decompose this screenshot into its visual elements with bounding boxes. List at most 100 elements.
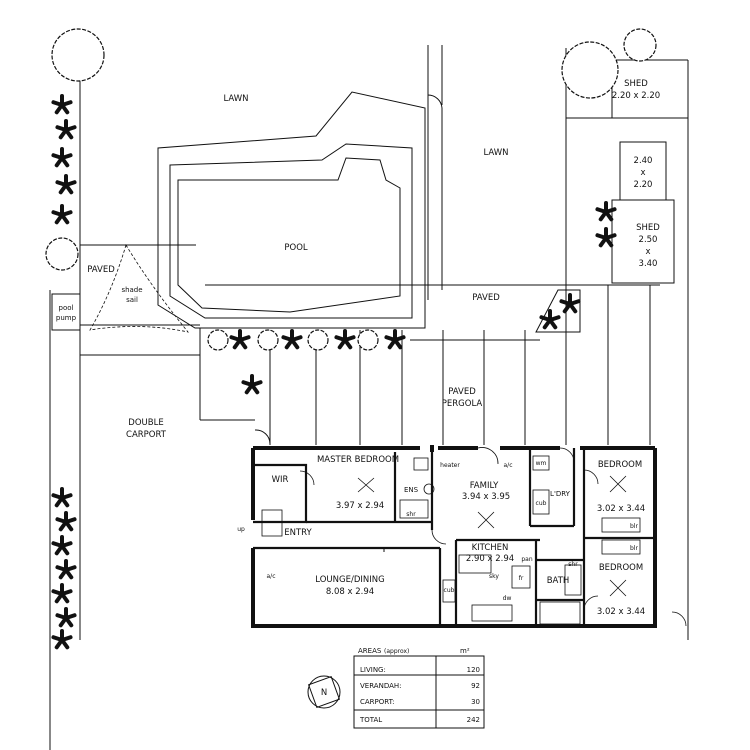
shed-small-dims: 2.20 x 2.20 xyxy=(612,91,660,101)
north-arrow-icon xyxy=(307,675,341,709)
shed-large-dim-x: x xyxy=(645,247,650,257)
shrub-icon xyxy=(51,147,73,168)
shrub-icon xyxy=(595,201,617,222)
shrub-icon xyxy=(51,629,73,650)
lounge-cupboard-label: cub xyxy=(444,587,455,594)
tree-icon xyxy=(45,237,79,271)
tree-icon xyxy=(357,329,379,351)
ens-shower-label: shr xyxy=(406,511,416,518)
shrub-icon xyxy=(539,309,561,330)
north-label: N xyxy=(321,688,327,698)
shrub-icon xyxy=(55,607,77,628)
tree-icon xyxy=(51,28,105,82)
master-bedroom-label: MASTER BEDROOM xyxy=(317,455,399,465)
heater-label: heater xyxy=(440,462,460,469)
shade-sail-label-2: sail xyxy=(126,296,138,304)
family-label: FAMILY xyxy=(470,481,499,491)
boundary-lines xyxy=(49,30,689,750)
pool-pump-box xyxy=(51,293,81,331)
fridge-label: fr xyxy=(519,575,524,582)
interior-walls xyxy=(253,448,655,626)
fixtures xyxy=(261,447,687,627)
up-label: up xyxy=(237,526,245,533)
areas-table-lines xyxy=(353,655,485,729)
shrub-icon xyxy=(384,329,406,350)
wir-label: WIR xyxy=(272,475,289,485)
house-outer-walls xyxy=(251,445,657,628)
paved-pergola-label: PAVED xyxy=(448,387,476,397)
shrub-icon xyxy=(559,293,581,314)
shed-large-dim-2: 3.40 xyxy=(639,259,658,269)
built-in-robe-2-label: blr xyxy=(630,545,638,552)
bedroom-1-dims: 3.02 x 3.44 xyxy=(597,504,645,514)
washing-machine-label: wm xyxy=(536,460,547,467)
lawn-left-label: LAWN xyxy=(223,94,248,104)
lounge-dims: 8.08 x 2.94 xyxy=(326,587,374,597)
laundry-label: L'DRY xyxy=(550,490,571,498)
shrub-icon xyxy=(51,535,73,556)
tree-icon xyxy=(257,329,279,351)
pool-pump-label-2: pump xyxy=(56,314,77,322)
areas-row-verandah-label: VERANDAH: xyxy=(360,682,402,690)
tree-icon xyxy=(561,41,619,99)
shed-box-dim-2: 2.20 xyxy=(634,180,653,190)
family-ac-label: a/c xyxy=(504,462,513,469)
shrub-icon xyxy=(55,119,77,140)
areas-total-value: 242 xyxy=(467,716,480,724)
shed-box-dim-1: 2.40 xyxy=(634,156,653,166)
ens-label: ENS xyxy=(404,486,419,494)
areas-row-living-value: 120 xyxy=(467,666,480,674)
shrub-icon xyxy=(334,329,356,350)
areas-title: AREAS xyxy=(358,647,382,655)
bath-shower-label: shr xyxy=(568,561,578,568)
shade-sail-label: shade xyxy=(121,286,142,294)
paved-pergola-label-2: PERGOLA xyxy=(442,399,483,409)
shed-large-title: SHED xyxy=(636,223,660,233)
dishwasher-label: dw xyxy=(503,595,512,602)
ceiling-fan-icons xyxy=(357,475,627,597)
paved-left-label: PAVED xyxy=(87,265,115,275)
double-carport-label-2: CARPORT xyxy=(126,430,167,440)
shrub-icon xyxy=(51,94,73,115)
pool-label: POOL xyxy=(284,243,308,253)
tree-icon xyxy=(623,28,657,62)
tree-icon xyxy=(207,329,229,351)
areas-row-living-label: LIVING: xyxy=(360,666,386,674)
areas-row-verandah-value: 92 xyxy=(471,682,480,690)
shrub-icon xyxy=(595,227,617,248)
laundry-cupboard-label: cub xyxy=(536,500,547,507)
tree-icon xyxy=(307,329,329,351)
areas-row-carport-label: CARPORT: xyxy=(360,698,395,706)
family-dims: 3.94 x 3.95 xyxy=(462,492,510,502)
kitchen-label: KITCHEN xyxy=(472,543,509,553)
lounge-label: LOUNGE/DINING xyxy=(315,575,384,585)
shade-sail xyxy=(89,244,190,333)
bedroom-2-dims: 3.02 x 3.44 xyxy=(597,607,645,617)
pantry-label: pan xyxy=(521,556,532,563)
bedroom-2-label: BEDROOM xyxy=(599,563,643,573)
areas-total-label: TOTAL xyxy=(359,716,382,724)
lawn-right-label: LAWN xyxy=(483,148,508,158)
double-carport-label: DOUBLE xyxy=(128,418,163,428)
shrub-icon xyxy=(51,204,73,225)
shrub-icon xyxy=(51,583,73,604)
areas-unit: m² xyxy=(460,647,470,655)
shed-large-dim-1: 2.50 xyxy=(639,235,658,245)
bedroom-1-label: BEDROOM xyxy=(598,460,642,470)
pergola-beams xyxy=(199,285,651,445)
shed-small-title: SHED xyxy=(624,79,648,89)
areas-row-carport-value: 30 xyxy=(471,698,480,706)
skylight-label: sky xyxy=(489,573,499,580)
shrub-icon xyxy=(55,174,77,195)
shrub-icon xyxy=(241,374,263,395)
master-bedroom-dims: 3.97 x 2.94 xyxy=(336,501,384,511)
shrub-icon xyxy=(55,511,77,532)
pool-pump-label: pool xyxy=(59,304,74,312)
shed-large-box xyxy=(611,199,675,284)
lounge-ac-label: a/c xyxy=(267,573,276,580)
kitchen-dims: 2.90 x 2.94 xyxy=(466,554,514,564)
trees xyxy=(45,28,657,650)
shed-box-dim-x: x xyxy=(640,168,645,178)
